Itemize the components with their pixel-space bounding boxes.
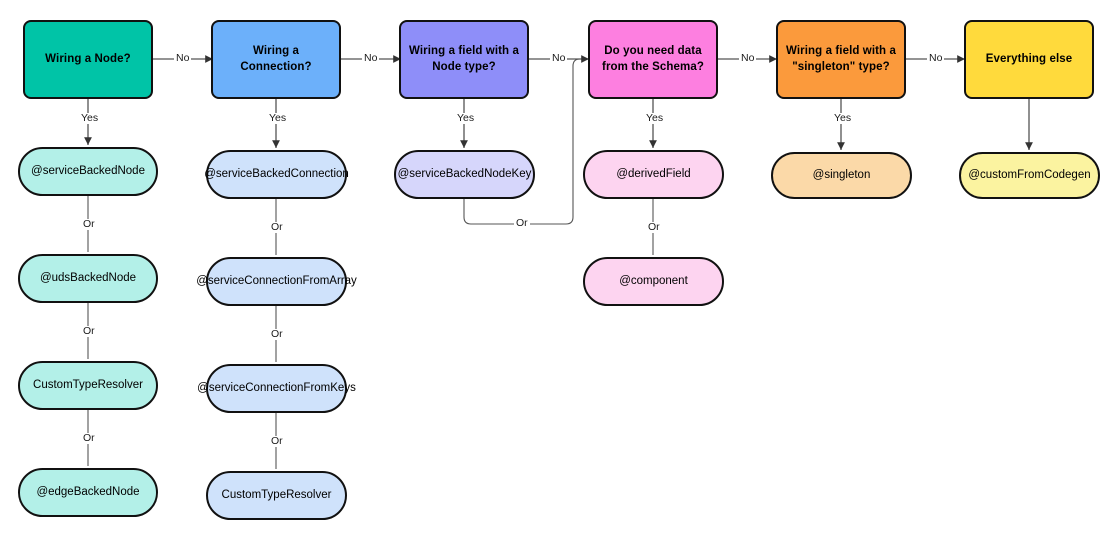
edge-label-yes-5: Yes [832,112,854,124]
edge-label-or-c2-2: Or [269,328,285,340]
decision-wiring-a-node[interactable]: Wiring a Node? [23,20,153,99]
edge-label-or-c2-1: Or [269,221,285,233]
edge-label-no-4: No [739,52,757,64]
option-service-backed-connection[interactable]: @serviceBackedConnection [204,150,349,199]
edge-label-yes-1: Yes [79,112,101,124]
decision-wiring-field-node-type[interactable]: Wiring a field with a Node type? [399,20,529,99]
edge-label-no-5: No [927,52,945,64]
option-uds-backed-node[interactable]: @udsBackedNode [18,254,158,303]
edge-label-or-c1-3: Or [81,432,97,444]
option-derived-field[interactable]: @derivedField [583,150,724,199]
decision-wiring-field-singleton-type[interactable]: Wiring a field with a "singleton" type? [776,20,906,99]
edge-label-or-c1-1: Or [81,218,97,230]
edge-label-yes-2: Yes [267,112,289,124]
option-custom-type-resolver-connection[interactable]: CustomTypeResolver [206,471,347,520]
decision-wiring-a-connection[interactable]: Wiring a Connection? [211,20,341,99]
decision-need-data-from-schema[interactable]: Do you need data from the Schema? [588,20,718,99]
option-custom-from-codegen[interactable]: @customFromCodegen [959,152,1100,199]
option-custom-type-resolver-node[interactable]: CustomTypeResolver [18,361,158,410]
edge-label-or-c4-1: Or [646,221,662,233]
edge-label-or-c3-1: Or [514,217,530,229]
option-service-connection-from-keys[interactable]: @serviceConnectionFromKeys [197,364,356,413]
edge-label-yes-3: Yes [455,112,477,124]
option-service-connection-from-array[interactable]: @serviceConnectionFromArray [196,257,357,306]
option-service-backed-node-key[interactable]: @serviceBackedNodeKey [394,150,535,199]
option-component[interactable]: @component [583,257,724,306]
option-singleton[interactable]: @singleton [771,152,912,199]
edge-label-no-3: No [550,52,568,64]
edge-label-or-c2-3: Or [269,435,285,447]
edge-label-or-c1-2: Or [81,325,97,337]
option-service-backed-node[interactable]: @serviceBackedNode [18,147,158,196]
option-edge-backed-node[interactable]: @edgeBackedNode [18,468,158,517]
edge-label-no-1: No [174,52,192,64]
decision-everything-else[interactable]: Everything else [964,20,1094,99]
edge-label-yes-4: Yes [644,112,666,124]
edge-label-no-2: No [362,52,380,64]
